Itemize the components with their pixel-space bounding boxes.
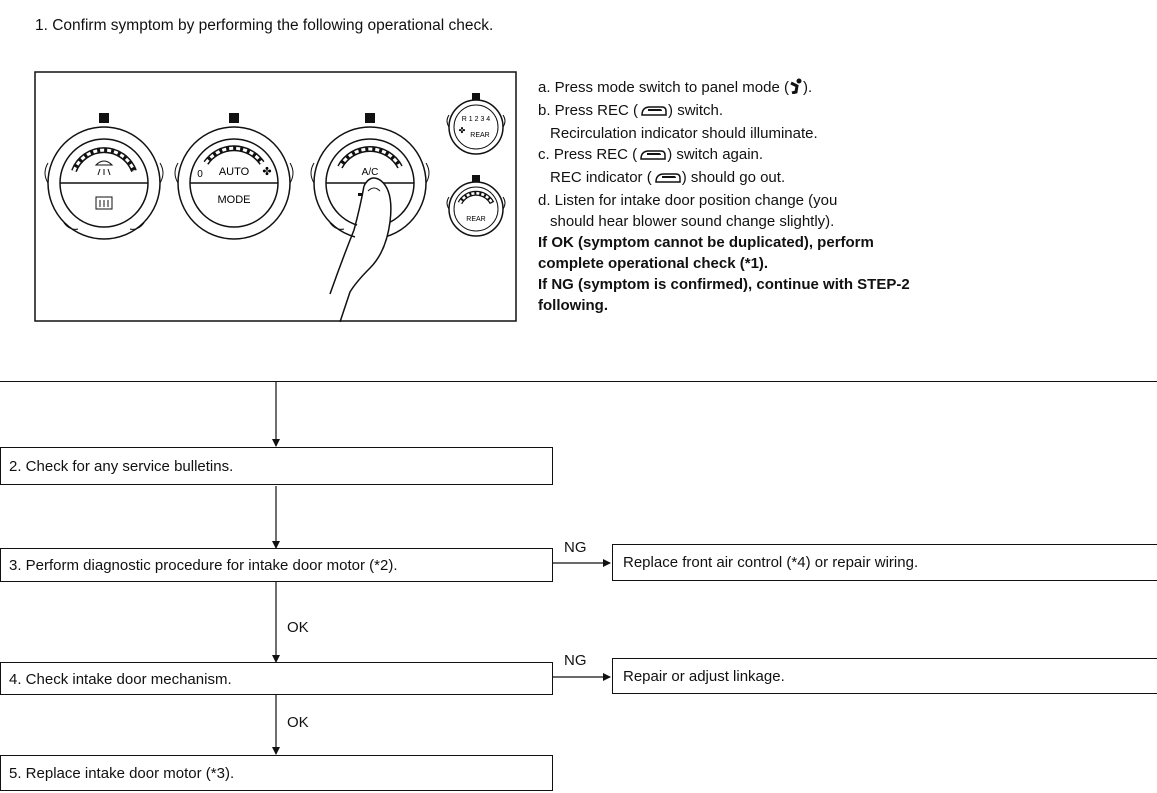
ng-note-1: If NG (symptom is confirmed), continue w… [538, 276, 910, 293]
result3-text: Replace front air control (*4) or repair… [623, 554, 919, 571]
step5-box: 5. Replace intake door motor (*3). [0, 755, 553, 791]
instructions: a. Press mode switch to panel mode (). b… [538, 78, 1138, 315]
rec-icon [638, 103, 668, 122]
rear-defrost-icon [95, 196, 113, 210]
control-panel-drawing: AUTO 0 ✤ MODE A/C R 1 2 3 4 REAR ✤ [34, 71, 517, 323]
step1-heading: 1. Confirm symptom by performing the fol… [35, 17, 494, 34]
result4-text: Repair or adjust linkage. [623, 668, 785, 685]
instruction-c: c. Press REC () switch again. [538, 145, 1138, 166]
step2-box: 2. Check for any service bulletins. [0, 447, 553, 485]
result3-box: Replace front air control (*4) or repair… [612, 544, 1157, 581]
instruction-d1: d. Listen for intake door position chang… [538, 192, 838, 209]
ng-note-2: following. [538, 297, 608, 314]
control-panel-illustration: AUTO 0 ✤ MODE A/C R 1 2 3 4 REAR ✤ [34, 71, 517, 323]
ok-note-2: complete operational check (*1). [538, 255, 769, 272]
rear-label-2: REAR [466, 216, 485, 223]
defrost-dial [44, 113, 164, 240]
svg-text:✤: ✤ [459, 126, 466, 135]
step4-text: 4. Check intake door mechanism. [9, 671, 232, 688]
instruction-a: a. Press mode switch to panel mode (). [538, 78, 1138, 99]
instruction-b2: Recirculation indicator should illuminat… [550, 125, 818, 142]
rec-icon [652, 170, 682, 189]
auto-label: AUTO [219, 166, 250, 178]
rear-fan-dial: R 1 2 3 4 REAR ✤ [446, 93, 506, 155]
ac-label: A/C [362, 167, 379, 178]
result4-box: Repair or adjust linkage. [612, 658, 1157, 694]
step4-box: 4. Check intake door mechanism. [0, 662, 553, 695]
step5-text: 5. Replace intake door motor (*3). [9, 765, 235, 782]
ok-label-4: OK [287, 714, 309, 731]
step3-box: 3. Perform diagnostic procedure for inta… [0, 548, 553, 582]
rec-icon [637, 147, 667, 166]
front-defrost-icon [94, 160, 114, 176]
ng-label-3: NG [564, 539, 587, 556]
finger-press [329, 177, 392, 323]
step3-text: 3. Perform diagnostic procedure for inta… [9, 557, 398, 574]
zero-label: 0 [197, 169, 203, 180]
ok-note-1: If OK (symptom cannot be duplicated), pe… [538, 234, 874, 251]
mode-dial: AUTO 0 ✤ MODE [174, 113, 294, 240]
step2-text: 2. Check for any service bulletins. [9, 458, 234, 475]
instruction-d2: should hear blower sound change slightly… [550, 213, 835, 230]
panel-mode-icon [789, 78, 803, 99]
mode-label: MODE [218, 194, 251, 206]
rear-speed-labels: R 1 2 3 4 [462, 116, 491, 123]
rear-label-1: REAR [470, 132, 489, 139]
ng-label-4: NG [564, 652, 587, 669]
ok-label-3: OK [287, 619, 309, 636]
instruction-b: b. Press REC () switch. [538, 101, 1138, 122]
fan-icon: ✤ [262, 166, 271, 178]
instruction-c2: REC indicator () should go out. [538, 168, 1138, 189]
rear-temp-dial: REAR [446, 175, 506, 237]
